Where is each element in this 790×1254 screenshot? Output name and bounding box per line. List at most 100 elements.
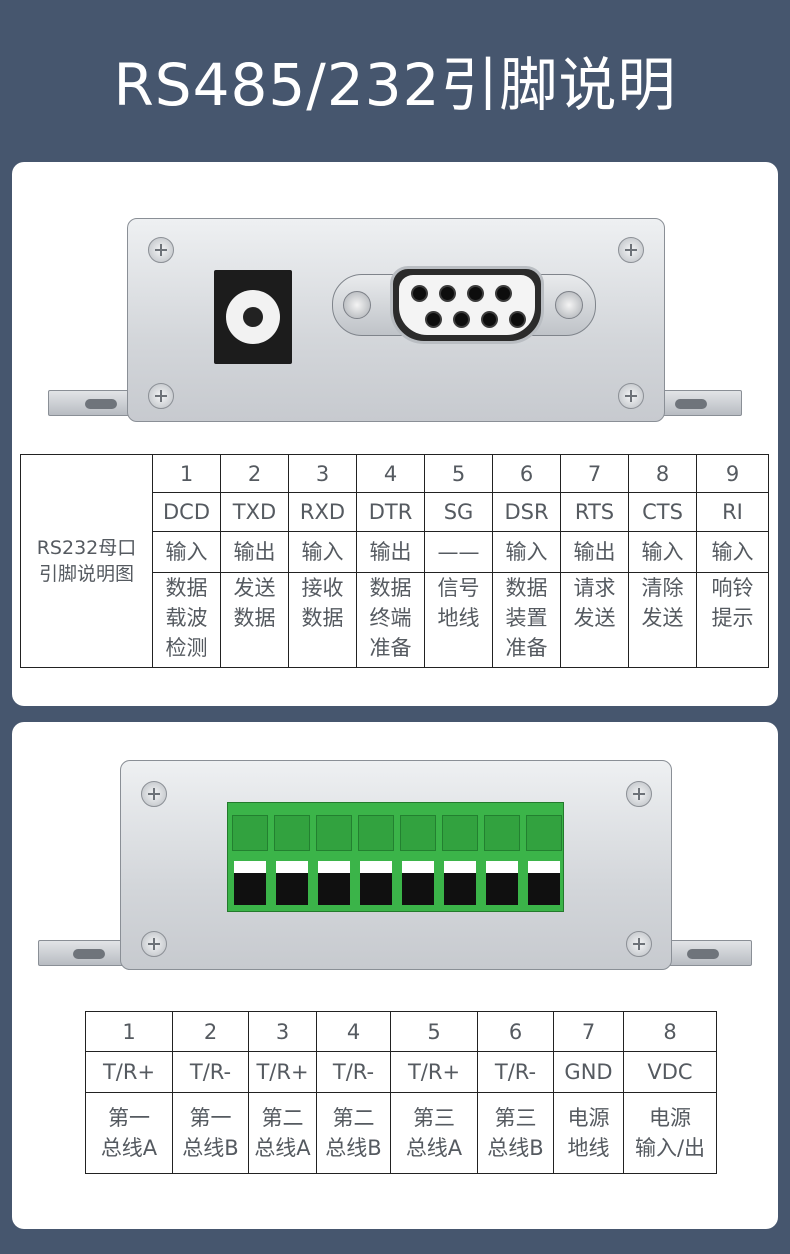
pin-direction: 输入 xyxy=(288,531,357,573)
pin-number: 8 xyxy=(623,1011,717,1052)
rs232-table-label: RS232母口 引脚说明图 xyxy=(20,454,153,668)
terminal-screw-cell xyxy=(442,815,478,851)
pin-direction: 输入 xyxy=(492,531,561,573)
pin-description: 第一 总线B xyxy=(172,1092,249,1174)
terminal-wire-slot xyxy=(360,861,392,905)
pin-direction: 输出 xyxy=(356,531,425,573)
pin-signal: T/R- xyxy=(316,1051,391,1093)
hex-nut-icon xyxy=(343,291,371,319)
hex-nut-icon xyxy=(555,291,583,319)
pin-description: 电源 输入/出 xyxy=(623,1092,717,1174)
db9-pin xyxy=(511,313,524,326)
pin-description: 第一 总线A xyxy=(85,1092,173,1174)
dc-power-jack xyxy=(214,270,292,364)
db9-pin xyxy=(413,287,426,300)
pin-signal: TXD xyxy=(220,492,289,532)
pin-number: 5 xyxy=(390,1011,478,1052)
pin-direction: 输出 xyxy=(560,531,629,573)
pin-direction: 输入 xyxy=(628,531,697,573)
pin-number: 3 xyxy=(288,454,357,493)
pin-direction: 输出 xyxy=(220,531,289,573)
db9-pin xyxy=(469,287,482,300)
terminal-wire-slot xyxy=(528,861,560,905)
pin-signal-row: T/R+ T/R- T/R+ T/R- T/R+ T/R- GND VDC xyxy=(85,1051,717,1093)
terminal-screw-cell xyxy=(484,815,520,851)
db9-pin xyxy=(455,313,468,326)
terminal-screw-cell xyxy=(526,815,562,851)
pin-number: 7 xyxy=(560,454,629,493)
flange-hole xyxy=(675,399,707,409)
screw-icon xyxy=(148,383,174,409)
pin-direction: 输入 xyxy=(152,531,221,573)
rs232-pin-table: RS232母口 引脚说明图 1 2 3 4 5 6 7 8 9 DCD TXD … xyxy=(20,454,769,668)
terminal-wire-slot xyxy=(444,861,476,905)
pin-number-row: 1 2 3 4 5 6 7 8 xyxy=(85,1011,717,1052)
pin-signal-row: DCD TXD RXD DTR SG DSR RTS CTS RI xyxy=(21,492,769,532)
terminal-wire-slot xyxy=(276,861,308,905)
pin-direction: 输入 xyxy=(696,531,769,573)
pin-description: 响铃 提示 xyxy=(696,572,769,668)
screw-icon xyxy=(626,931,652,957)
rs485-card: 1 2 3 4 5 6 7 8 T/R+ T/R- T/R+ T/R- T/R+… xyxy=(12,722,778,1229)
pin-number-row: RS232母口 引脚说明图 1 2 3 4 5 6 7 8 9 xyxy=(20,454,769,668)
pin-description: 接收 数据 xyxy=(288,572,357,668)
screw-icon xyxy=(618,383,644,409)
pin-signal: RI xyxy=(696,492,769,532)
pin-number: 6 xyxy=(477,1011,554,1052)
terminal-wire-slot xyxy=(486,861,518,905)
db9-insert xyxy=(399,275,535,335)
flange-hole xyxy=(687,949,719,959)
pin-signal: SG xyxy=(424,492,493,532)
pin-signal: DSR xyxy=(492,492,561,532)
terminal-wire-slot xyxy=(402,861,434,905)
flange-hole xyxy=(73,949,105,959)
pin-description: 清除 发送 xyxy=(628,572,697,668)
pin-description: 第二 总线A xyxy=(248,1092,317,1174)
terminal-screw-cell xyxy=(400,815,436,851)
pin-description: 数据 装置 准备 xyxy=(492,572,561,668)
terminal-wire-slot xyxy=(318,861,350,905)
pin-description-row: 第一 总线A 第一 总线B 第二 总线A 第二 总线B 第三 总线A 第三 总线… xyxy=(85,1092,717,1174)
db9-female-connector xyxy=(390,266,544,344)
pin-number: 8 xyxy=(628,454,697,493)
terminal-screw-cell xyxy=(274,815,310,851)
pin-signal: T/R+ xyxy=(248,1051,317,1093)
screw-icon xyxy=(141,931,167,957)
pin-signal: VDC xyxy=(623,1051,717,1093)
pin-description: 第三 总线B xyxy=(477,1092,554,1174)
pin-signal: DCD xyxy=(152,492,221,532)
page-title: RS485/232引脚说明 xyxy=(113,51,677,119)
pin-description: 第三 总线A xyxy=(390,1092,478,1174)
pin-number: 9 xyxy=(696,454,769,493)
pin-description: 发送 数据 xyxy=(220,572,289,668)
pin-number: 7 xyxy=(553,1011,624,1052)
pin-number: 4 xyxy=(356,454,425,493)
terminal-screw-cell xyxy=(316,815,352,851)
pin-number: 5 xyxy=(424,454,493,493)
pin-description: 信号 地线 xyxy=(424,572,493,668)
db9-pin xyxy=(441,287,454,300)
pin-number: 2 xyxy=(220,454,289,493)
terminal-screw-cell xyxy=(358,815,394,851)
pin-description: 第二 总线B xyxy=(316,1092,391,1174)
pin-number: 1 xyxy=(85,1011,173,1052)
pin-description: 请求 发送 xyxy=(560,572,629,668)
pin-signal: T/R- xyxy=(172,1051,249,1093)
screw-icon xyxy=(141,781,167,807)
pin-description: 电源 地线 xyxy=(553,1092,624,1174)
pin-signal: T/R- xyxy=(477,1051,554,1093)
pin-number: 2 xyxy=(172,1011,249,1052)
terminal-wire-slot xyxy=(234,861,266,905)
pin-signal: GND xyxy=(553,1051,624,1093)
db9-pin xyxy=(483,313,496,326)
pin-number: 6 xyxy=(492,454,561,493)
screw-icon xyxy=(148,237,174,263)
pin-signal: T/R+ xyxy=(390,1051,478,1093)
db9-pin xyxy=(497,287,510,300)
pin-signal: CTS xyxy=(628,492,697,532)
pin-description: 数据 终端 准备 xyxy=(356,572,425,668)
flange-hole xyxy=(85,399,117,409)
pin-signal: RXD xyxy=(288,492,357,532)
pin-signal: DTR xyxy=(356,492,425,532)
pin-number: 1 xyxy=(152,454,221,493)
